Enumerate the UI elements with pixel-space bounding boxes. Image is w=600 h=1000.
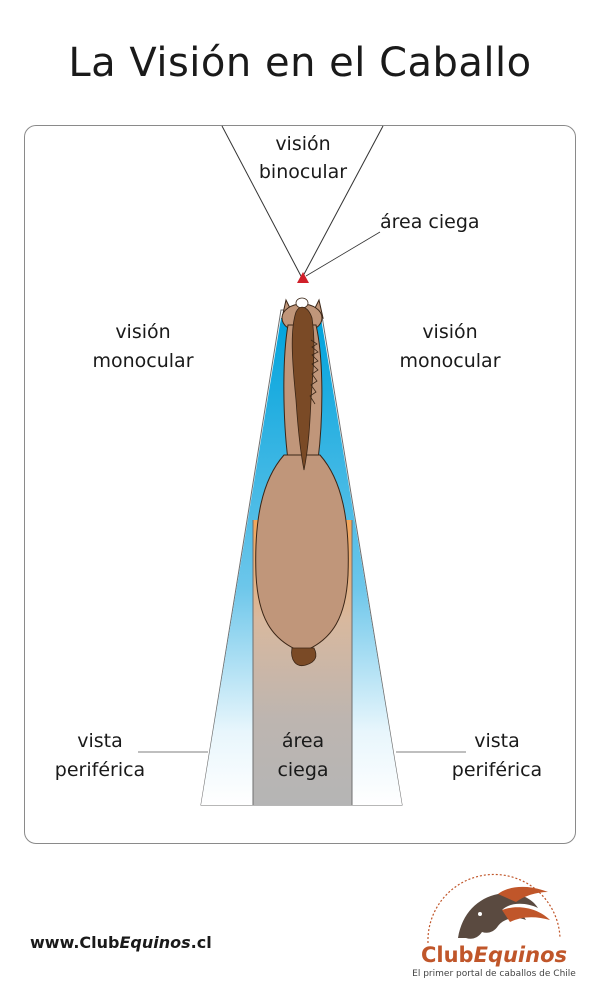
- peripheral-left-label-line1: vista: [77, 730, 123, 752]
- peripheral-right-label-line2: periférica: [452, 759, 542, 781]
- monocular-right-label-line1: visión: [422, 321, 477, 343]
- binocular-label-line2: binocular: [259, 161, 347, 183]
- website-url[interactable]: www.ClubEquinos.cl: [30, 933, 212, 952]
- blind-spot-pointer: [305, 231, 381, 277]
- front-blind-spot: [297, 272, 309, 283]
- monocular-left-label-line2: monocular: [92, 350, 193, 372]
- page-title: La Visión en el Caballo: [68, 40, 532, 86]
- url-suffix: .cl: [190, 933, 212, 952]
- binocular-label-line1: visión: [275, 133, 330, 155]
- peripheral-left-label-line2: periférica: [55, 759, 145, 781]
- peripheral-right-label-line1: vista: [474, 730, 520, 752]
- rear-blind-label-line2: ciega: [277, 759, 328, 781]
- logo-brand-name: ClubEquinos: [421, 943, 567, 967]
- horse-vision-diagram: visión binocular área ciega visión monoc…: [55, 125, 542, 806]
- clubequinos-logo-icon: [427, 873, 561, 944]
- logo-tagline: El primer portal de caballos de Chile: [412, 969, 576, 979]
- binocular-line-right: [301, 125, 384, 279]
- url-prefix: www.Club: [30, 933, 120, 952]
- front-blind-label: área ciega: [380, 211, 480, 233]
- monocular-left-label-line1: visión: [115, 321, 170, 343]
- binocular-line-left: [221, 125, 303, 279]
- monocular-right-label-line2: monocular: [399, 350, 500, 372]
- diagram-panel: [24, 125, 576, 844]
- horse-top-view: [255, 297, 349, 667]
- url-brand: Equinos: [119, 933, 191, 952]
- rear-blind-label-line1: área: [282, 730, 324, 752]
